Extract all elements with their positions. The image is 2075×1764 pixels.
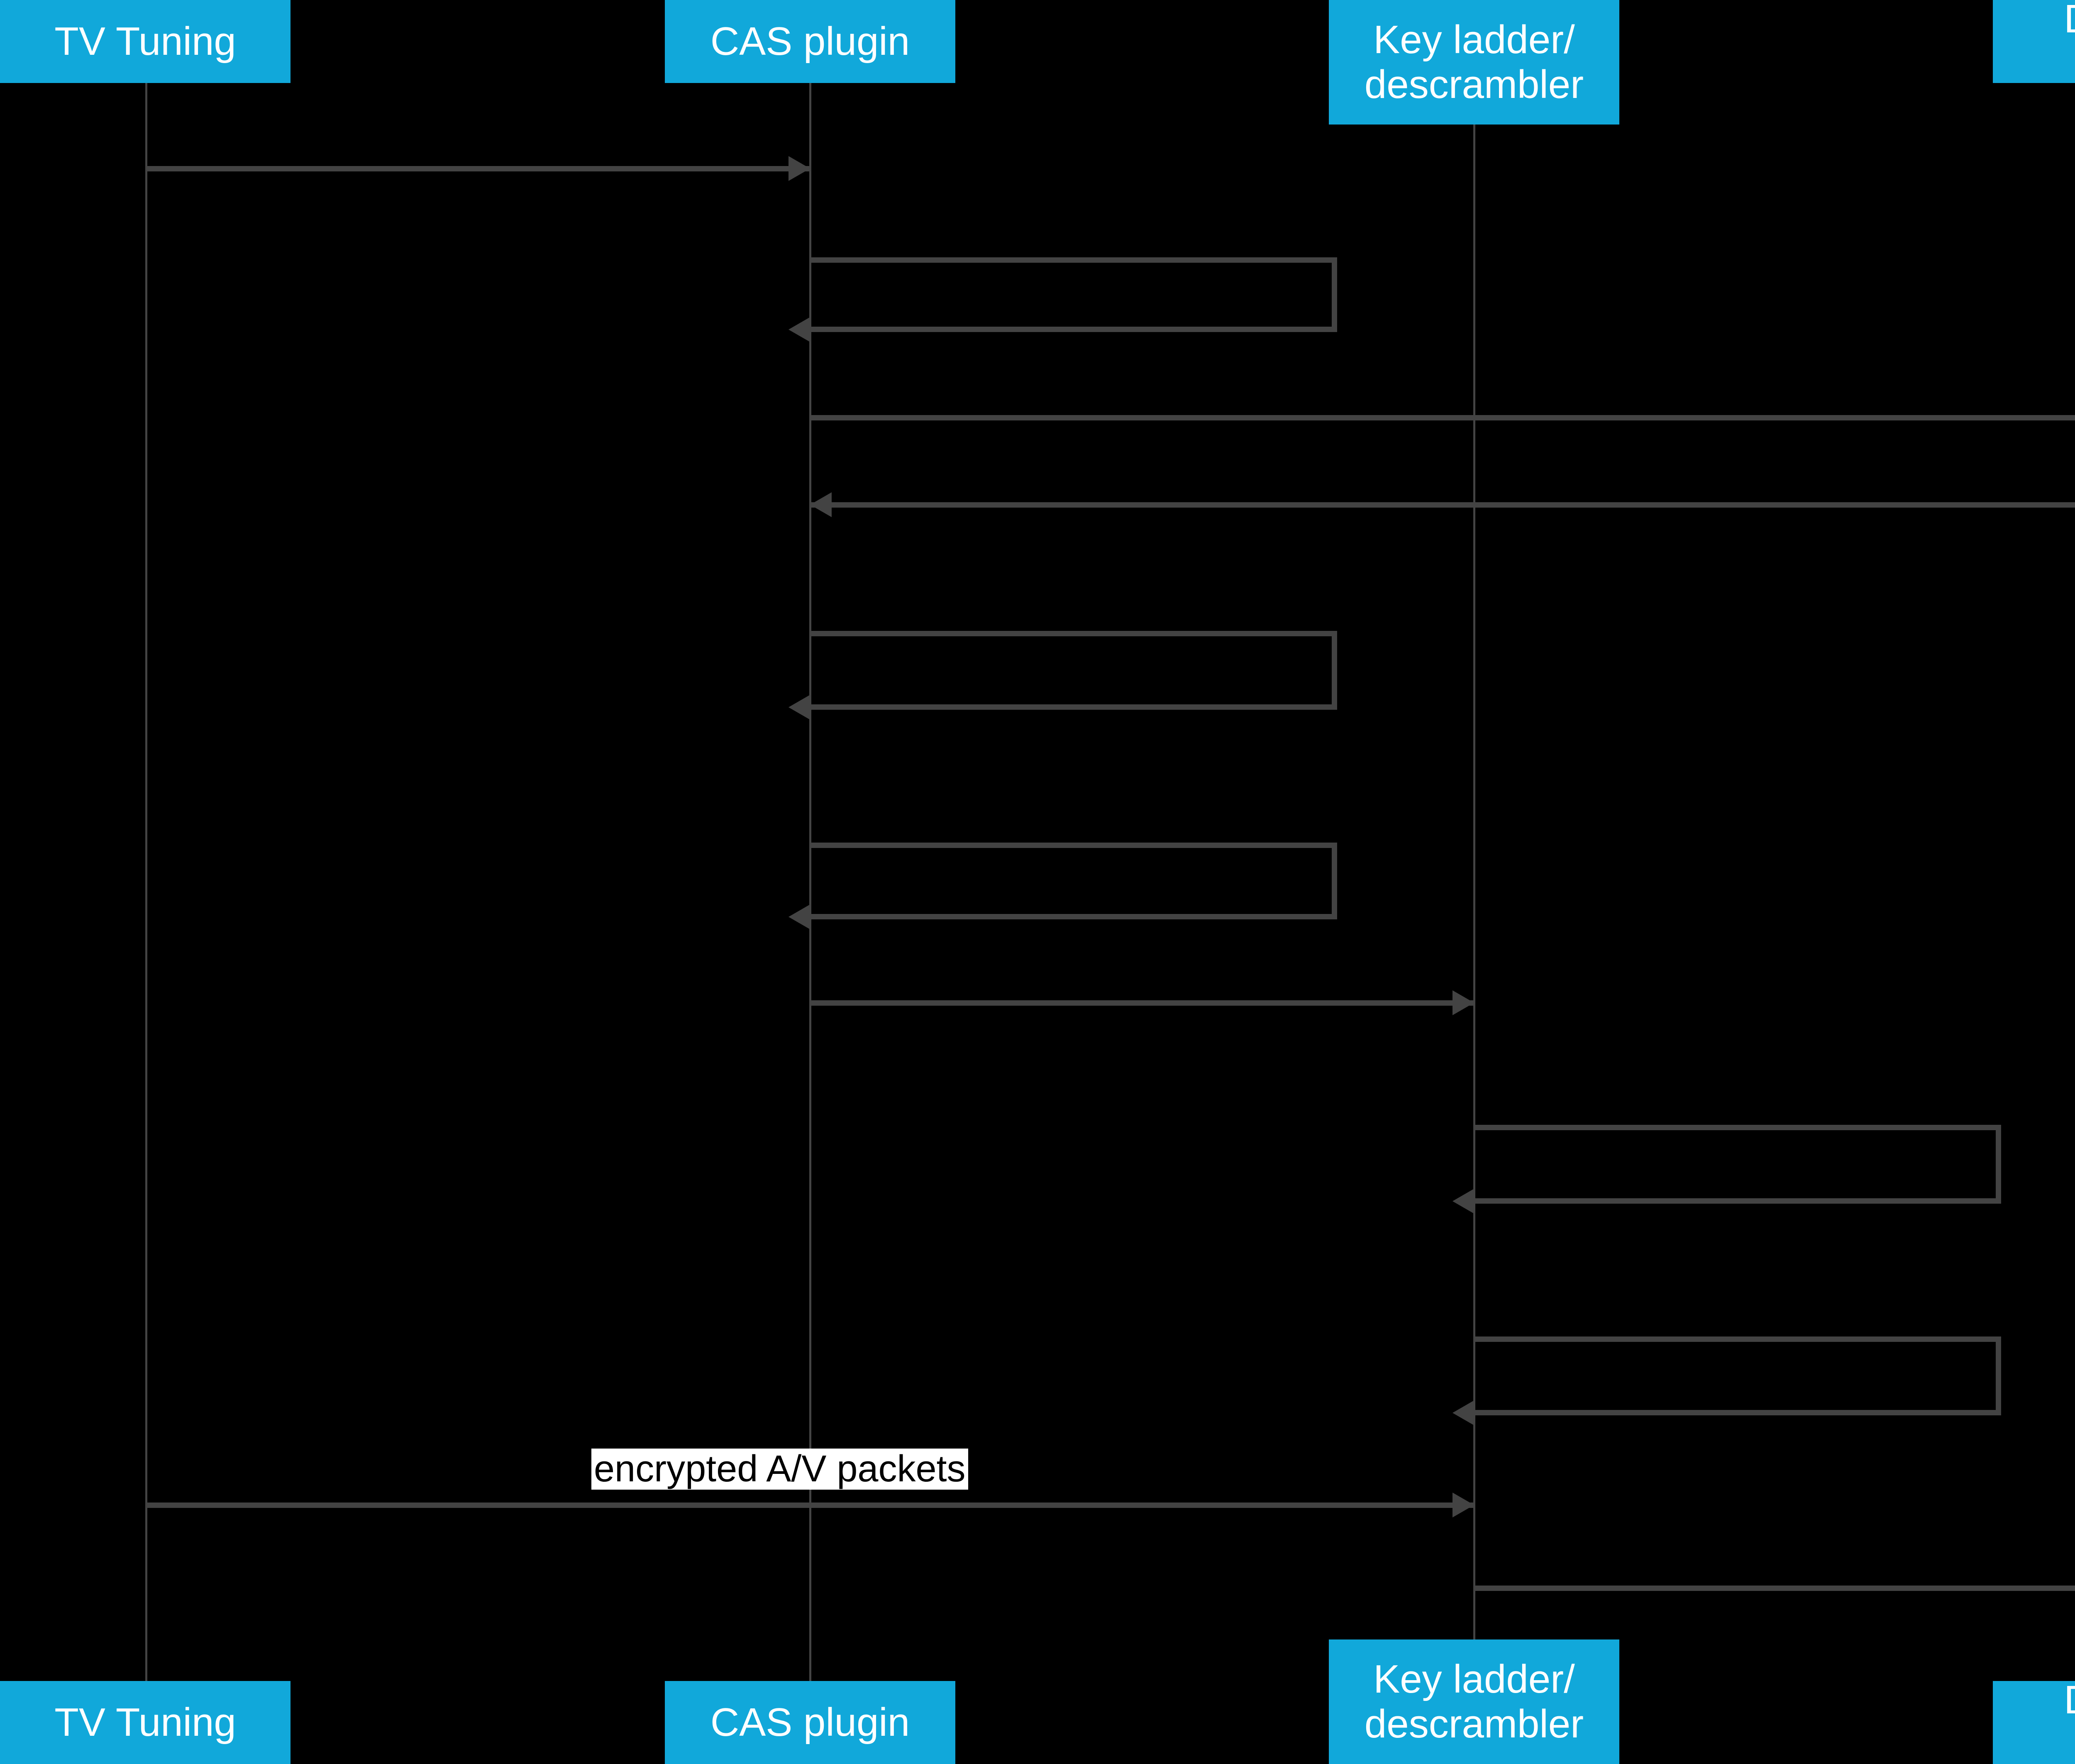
- arrowhead-left-m4: [810, 492, 832, 517]
- lifeline-cas-plugin: [809, 83, 811, 1681]
- self-message-m6[interactable]: [810, 843, 1337, 919]
- message-label-m10: encrypted A/V packets: [591, 1449, 968, 1490]
- participant-foot-key-ladder[interactable]: Key ladder/ descrambler: [1329, 1639, 1619, 1764]
- participant-label: CAS plugin: [710, 1700, 910, 1745]
- arrowhead-left-m8: [1452, 1189, 1474, 1214]
- message-line-m4[interactable]: [810, 502, 2075, 508]
- participant-label: TV Tuning: [54, 1700, 236, 1745]
- participant-label: Key ladder/ descrambler: [1364, 17, 1584, 107]
- participant-label: Decode, display: [1993, 0, 2075, 86]
- self-message-m9[interactable]: [1474, 1336, 2001, 1415]
- lifeline-key-ladder: [1473, 125, 1475, 1639]
- arrowhead-left-m9: [1452, 1400, 1474, 1425]
- message-line-m3[interactable]: [810, 415, 2075, 420]
- message-line-m1[interactable]: [146, 166, 810, 171]
- participant-label: TV Tuning: [54, 19, 236, 64]
- arrowhead-right-m1: [788, 156, 810, 181]
- self-message-m2[interactable]: [810, 257, 1337, 332]
- message-line-m7[interactable]: [810, 1000, 1474, 1006]
- participant-foot-tv-tuning[interactable]: TV Tuning: [0, 1681, 290, 1764]
- arrowhead-left-m6: [788, 904, 810, 929]
- arrowhead-right-m7: [1452, 990, 1474, 1015]
- self-message-m5[interactable]: [810, 631, 1337, 710]
- arrowhead-left-m2: [788, 317, 810, 342]
- arrowhead-left-m5: [788, 695, 810, 720]
- participant-head-decode-display[interactable]: Decode, display: [1993, 0, 2075, 83]
- message-line-m10[interactable]: [146, 1503, 1474, 1508]
- participant-label: Key ladder/ descrambler: [1364, 1657, 1584, 1746]
- participant-foot-decode-display[interactable]: Decode, display: [1993, 1678, 2075, 1764]
- participant-label: Decode, display: [1993, 1678, 2075, 1764]
- arrowhead-right-m10: [1452, 1493, 1474, 1517]
- participant-label: CAS plugin: [710, 19, 910, 64]
- participant-head-key-ladder[interactable]: Key ladder/ descrambler: [1329, 0, 1619, 125]
- participant-foot-cas-plugin[interactable]: CAS plugin: [665, 1681, 955, 1764]
- lifeline-tv-tuning: [145, 83, 147, 1681]
- participant-head-tv-tuning[interactable]: TV Tuning: [0, 0, 290, 83]
- self-message-m8[interactable]: [1474, 1125, 2001, 1204]
- participant-head-cas-plugin[interactable]: CAS plugin: [665, 0, 955, 83]
- message-line-m11[interactable]: [1474, 1586, 2075, 1591]
